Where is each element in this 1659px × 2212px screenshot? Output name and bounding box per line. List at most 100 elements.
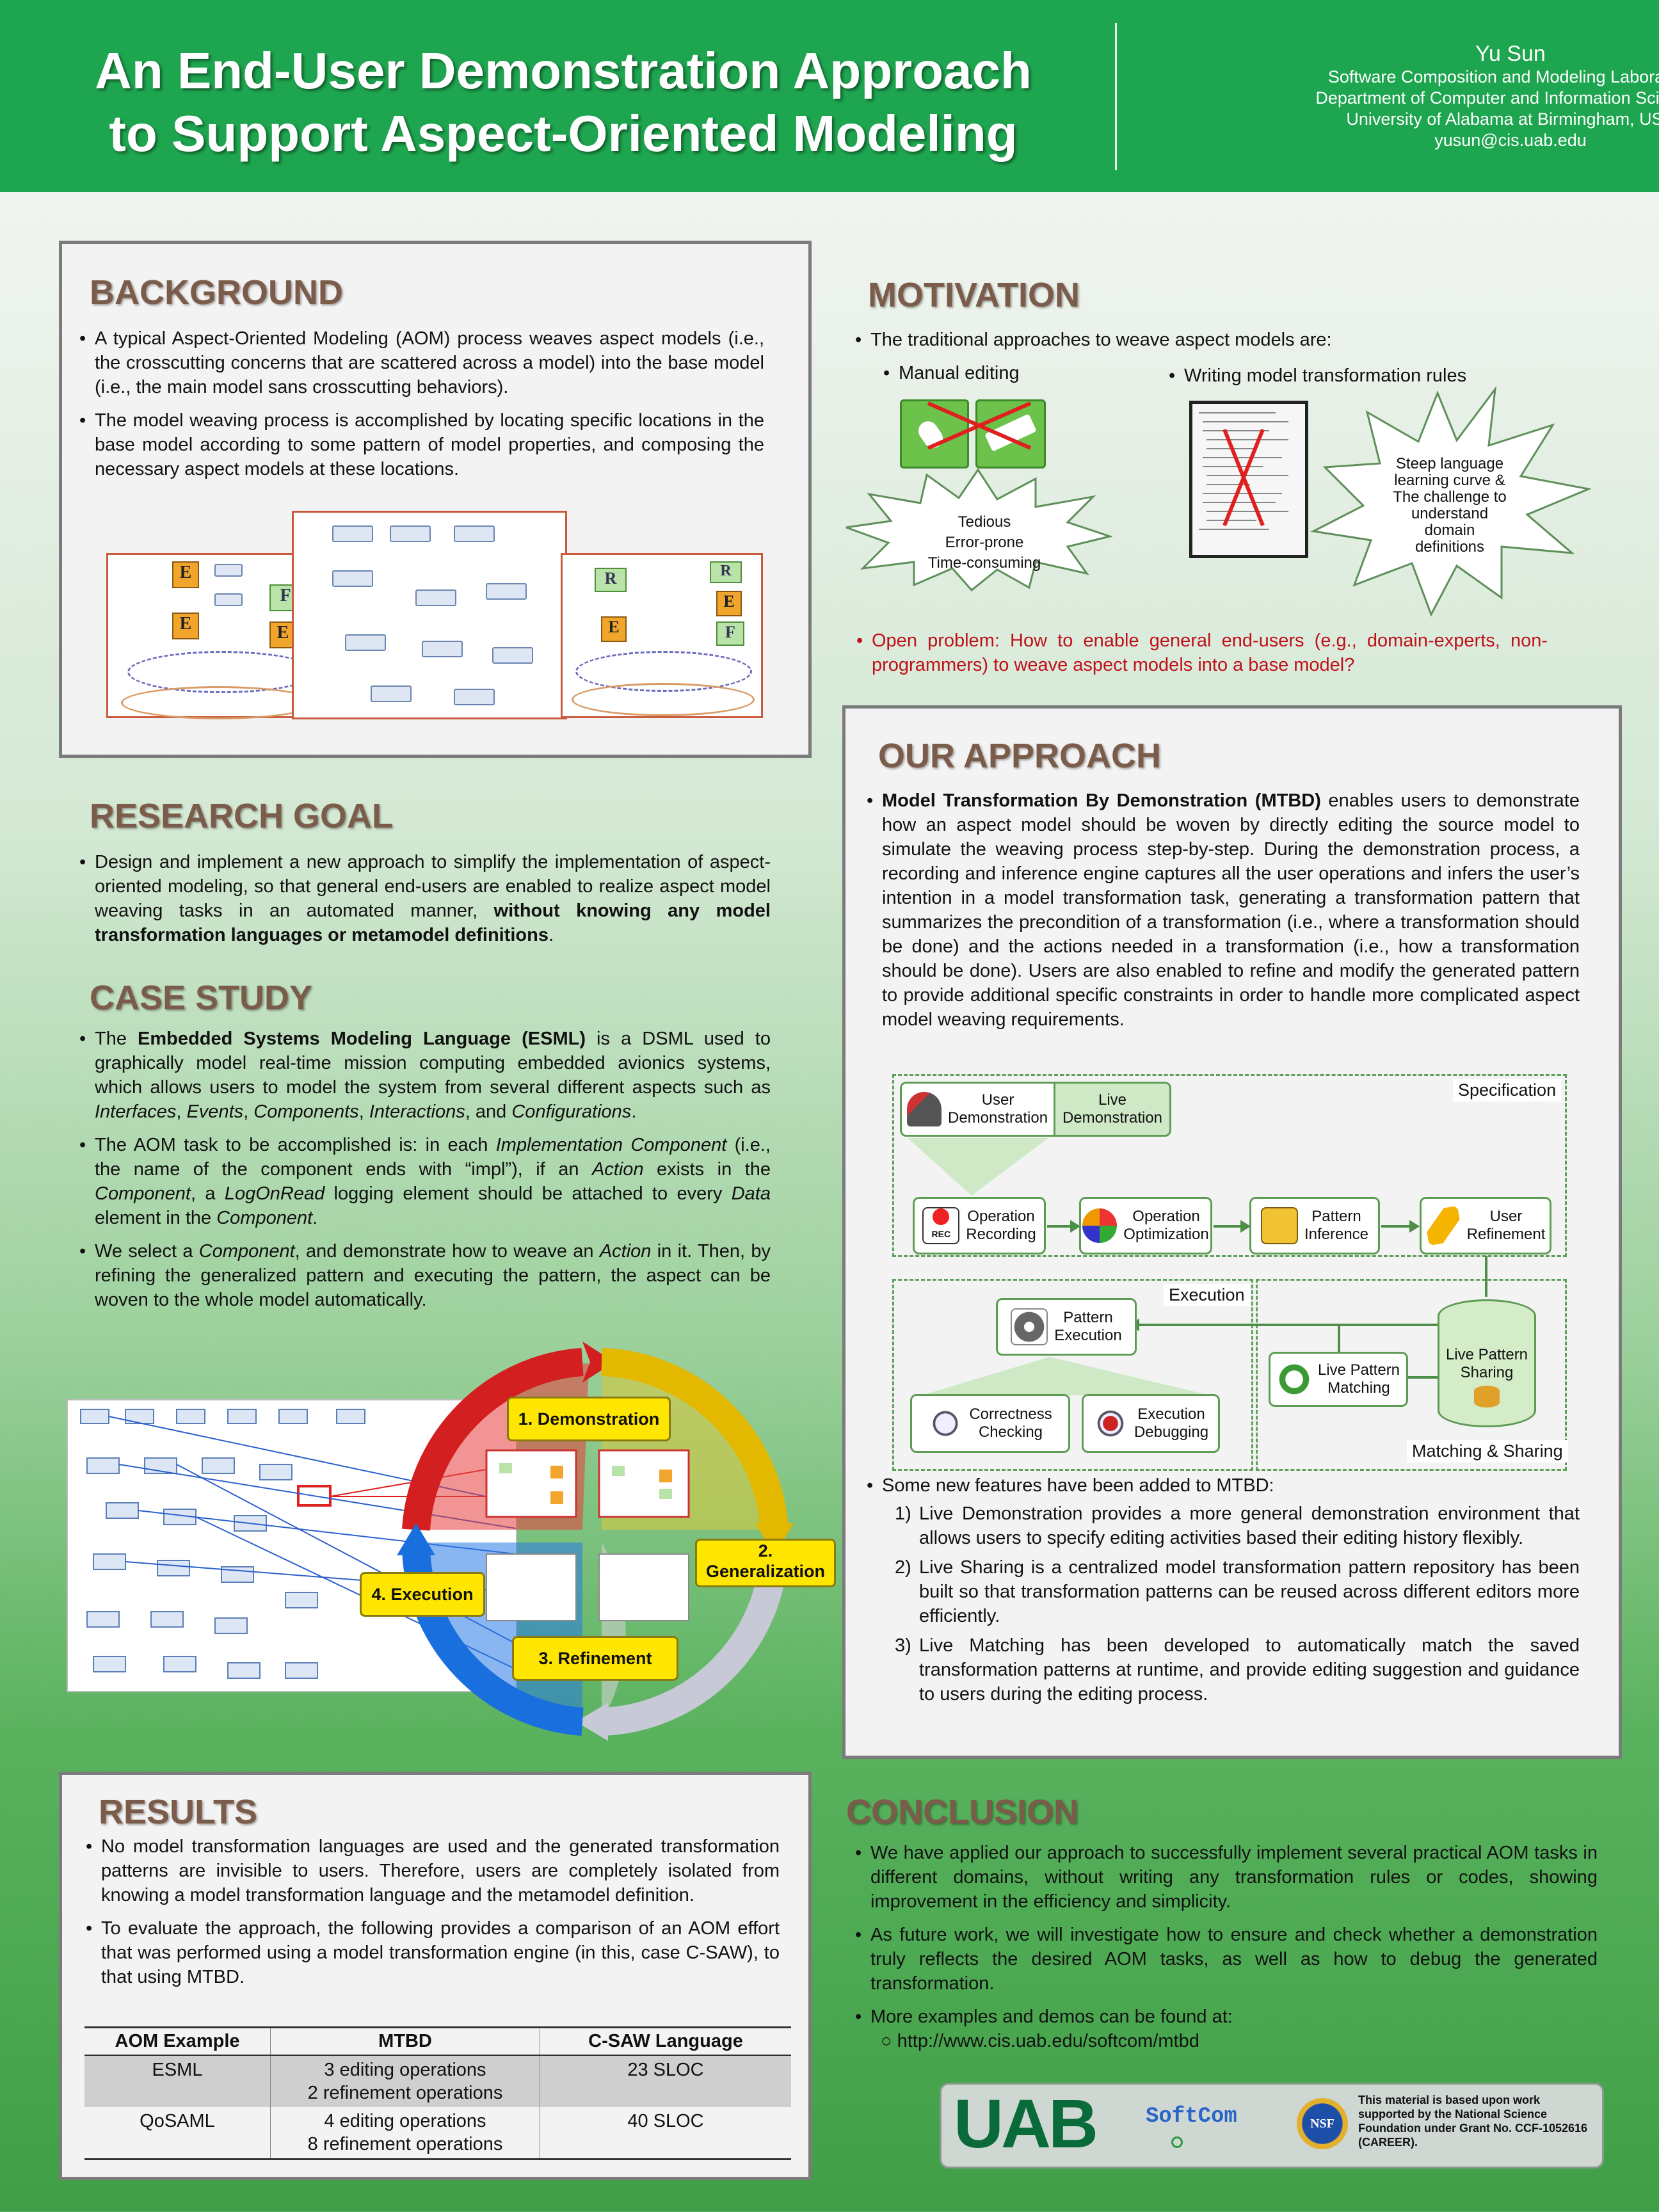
case-study-body: The Embedded Systems Modeling Language (…	[79, 1027, 771, 1321]
rec-icon: REC	[922, 1207, 960, 1244]
user-computer-icon	[907, 1092, 942, 1126]
esml-name: Embedded Systems Modeling Language (ESML…	[138, 1029, 586, 1049]
burst-line: learning curve &	[1394, 472, 1505, 489]
arrow-inf-to-ref	[1381, 1220, 1420, 1233]
conclusion-bullet-1: We have applied our approach to successf…	[855, 1841, 1598, 1914]
results-heading: RESULTS	[99, 1793, 258, 1831]
text: in it. Then, by refining the generalized…	[95, 1241, 771, 1310]
mtbd-text: enables users to demonstrate how an aspe…	[882, 790, 1580, 1030]
component-ellipse-icon	[572, 683, 755, 716]
feature-3-text: Live Matching has been developed to auto…	[919, 1635, 1580, 1704]
n: 2)	[895, 1557, 911, 1578]
softcom-dots-icon	[1171, 2136, 1183, 2148]
model-node-icon	[332, 570, 373, 587]
em: Action	[599, 1241, 652, 1262]
exec-funnel	[922, 1357, 1210, 1395]
approach-body: Model Transformation By Demonstration (M…	[867, 789, 1580, 1041]
burst-line: domain	[1424, 522, 1475, 539]
live-pattern-sharing-node[interactable]: Live Pattern Sharing	[1438, 1299, 1536, 1427]
facet-R-icon: R	[595, 568, 627, 592]
text: We select a	[95, 1241, 199, 1262]
col-csaw: C-SAW Language	[540, 2026, 791, 2056]
step-2-number: 2.	[758, 1541, 773, 1560]
arrow-rec-to-opt	[1047, 1220, 1080, 1233]
mtbd-description: Model Transformation By Demonstration (M…	[867, 789, 1580, 1032]
demo-funnel	[908, 1138, 1048, 1196]
cycle-step-execution: 4. Execution	[360, 1572, 485, 1617]
t: 4 editing operations	[324, 2111, 486, 2131]
event-E-icon: E	[172, 561, 199, 588]
t: User	[981, 1091, 1014, 1109]
t: Optimization	[1123, 1226, 1209, 1243]
poster-header	[0, 0, 1659, 192]
t: Live Pattern	[1445, 1346, 1528, 1363]
facet-F-icon: F	[716, 621, 744, 646]
aspect-events: Events	[186, 1102, 244, 1122]
cell-example: QoSAML	[84, 2107, 271, 2160]
t: Correctness	[969, 1406, 1052, 1423]
matching-sharing-label: Matching & Sharing	[1407, 1440, 1568, 1463]
cycle-step-generalization: 2. Generalization	[695, 1539, 836, 1587]
research-goal-emphasis: without knowing any model transformation…	[95, 901, 771, 945]
execution-region	[892, 1279, 1253, 1471]
conclusion-bullet-2: As future work, we will investigate how …	[855, 1923, 1598, 1996]
t: User	[1489, 1208, 1523, 1225]
t: Recording	[966, 1226, 1036, 1243]
t: Live Pattern	[1317, 1361, 1400, 1379]
aom-weaving-figure: E E F E R R E E F	[106, 511, 763, 719]
text: element in the	[95, 1208, 217, 1228]
text: The AOM task to be accomplished is: in e…	[95, 1135, 496, 1155]
arrow-ref-to-share	[1485, 1256, 1487, 1297]
text: logging element should be attached to ev…	[325, 1183, 732, 1204]
research-goal-text: Design and implement a new approach to s…	[95, 852, 771, 921]
burst-line: Steep language	[1395, 455, 1504, 472]
feature-2-text: Live Sharing is a centralized model tran…	[919, 1557, 1580, 1626]
arrow-match-to-share	[1338, 1326, 1340, 1357]
transformation-code-icon	[1189, 401, 1308, 558]
burst-time-consuming: Time-consuming	[927, 554, 1041, 572]
conclusion-heading: CONCLUSION	[846, 1793, 1078, 1831]
t: Sharing	[1460, 1364, 1514, 1381]
author-univ: University of Alabama at Birmingham, USA	[1346, 109, 1659, 129]
aspect-interactions: Interactions	[369, 1102, 465, 1122]
results-body: No model transformation languages are us…	[86, 1834, 780, 1998]
author-email[interactable]: yusun@cis.uab.edu	[1434, 131, 1587, 150]
refresh-icon	[1276, 1362, 1311, 1397]
t: Matching	[1327, 1379, 1390, 1397]
mtbd-name: Model Transformation By Demonstration (M…	[882, 790, 1321, 811]
t: Live	[1098, 1091, 1126, 1109]
author-name: Yu Sun	[1475, 42, 1546, 66]
t: Execution	[1137, 1406, 1205, 1423]
t: Checking	[978, 1423, 1043, 1441]
burst-line: understand	[1411, 505, 1489, 522]
demo-link[interactable]: http://www.cis.uab.edu/softcom/mtbd	[897, 2031, 1199, 2051]
title-line-1: An End-User Demonstration Approach	[95, 42, 1032, 99]
manual-editing-label: Manual editing	[883, 361, 1139, 385]
col-aom-example: AOM Example	[84, 2026, 271, 2056]
t: Pattern	[1063, 1309, 1113, 1326]
event-E-icon: E	[601, 616, 627, 642]
arrow-opt-to-inf	[1214, 1220, 1251, 1233]
em: Action	[591, 1159, 644, 1180]
t: Inference	[1304, 1226, 1369, 1243]
model-node-icon	[345, 634, 386, 651]
nsf-logo: NSF	[1297, 2098, 1348, 2149]
database-icon	[1474, 1386, 1500, 1407]
